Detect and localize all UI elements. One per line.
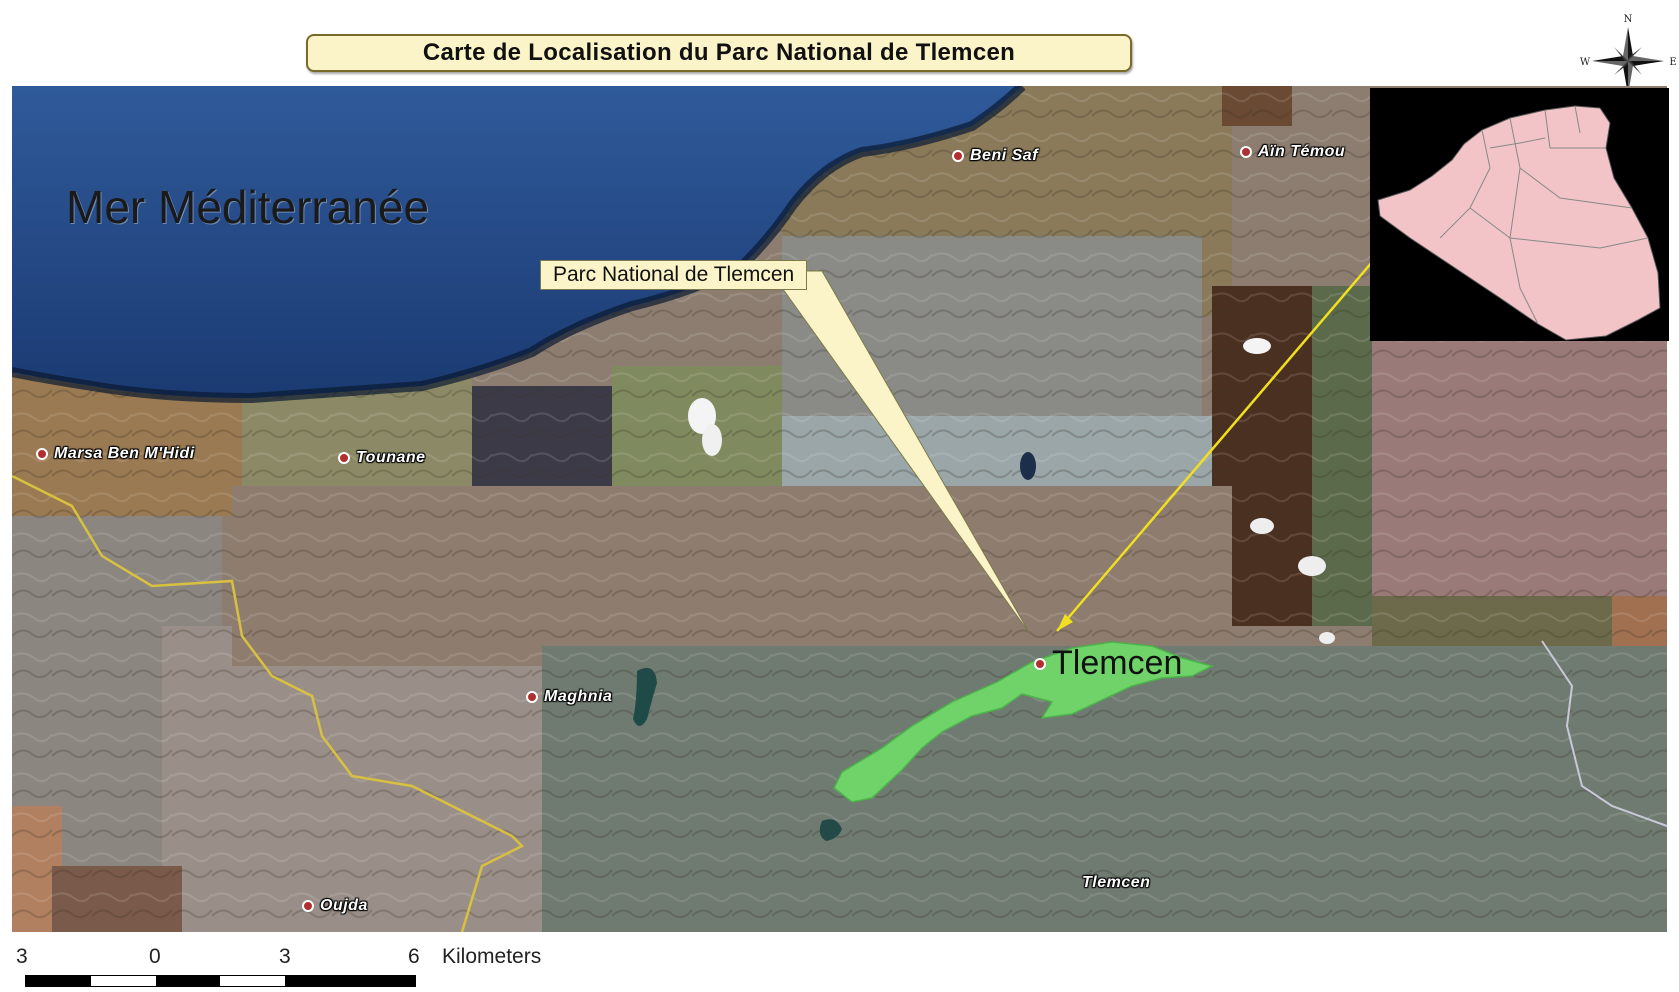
scale-bar [25,975,416,987]
scale-tick-3: 3 [279,945,291,968]
city-dot-icon [338,452,350,464]
scale-tick-1: 3 [16,945,28,968]
city-dot-icon [952,150,964,162]
compass-north-label: N [1624,14,1633,25]
compass-rose-icon: N W E [1573,6,1677,95]
city-tounane[interactable]: Tounane [338,449,426,467]
city-marsa[interactable]: Marsa Ben M'Hidi [36,445,195,463]
city-oujda[interactable]: Oujda [302,897,368,915]
city-dot-icon [302,900,314,912]
park-area[interactable] [833,641,1215,803]
city-ain-temouchent[interactable]: Aïn Témou [1240,143,1345,161]
map-title: Carte de Localisation du Parc National d… [422,39,1016,66]
city-dot-icon [1240,146,1252,158]
park-callout: Parc National de Tlemcen [540,260,808,290]
sea-label: Mer Méditerranée [66,181,430,233]
inset-country-map[interactable] [1370,88,1669,341]
map-title-box: Carte de Localisation du Parc National d… [306,34,1132,72]
city-dot-icon [36,448,48,460]
scale-tick-4: 6 [408,945,420,968]
compass-east-label: E [1669,57,1676,68]
scale-unit-label: Kilometers [442,945,542,968]
city-dot-icon [1034,657,1046,670]
city-dot-icon [526,691,538,703]
compass-west-label: W [1580,57,1591,68]
city-maghnia[interactable]: Maghnia [526,688,612,706]
city-beni-saf[interactable]: Beni Saf [952,147,1038,165]
scale-tick-2: 0 [149,945,161,968]
city-tlemcen[interactable]: Tlemcen [1034,644,1182,683]
city-tlemcen-bottom[interactable]: Tlemcen [1082,874,1151,891]
